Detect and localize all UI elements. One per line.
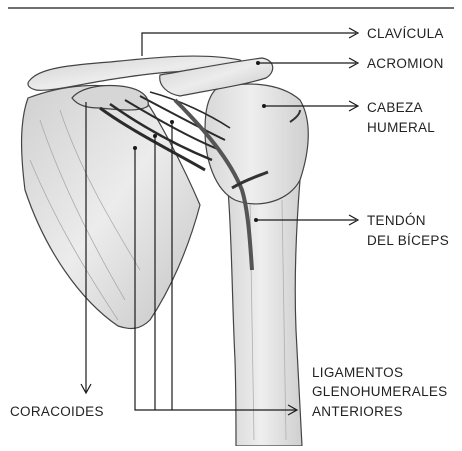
label-coracoides: CORACOIDES [10,402,104,421]
label-cabeza-humeral-2: HUMERAL [367,118,435,137]
label-acromion: ACROMION [367,54,444,73]
label-ligamentos-3: ANTERIORES [312,402,403,421]
humeral-head [205,84,308,204]
label-cabeza-humeral-1: CABEZA [367,98,423,117]
label-clavicula: CLAVÍCULA [367,24,444,43]
label-tendon-2: DEL BÍCEPS [367,231,449,250]
label-ligamentos-1: LIGAMENTOS [312,363,403,382]
label-ligamentos-2: GLENOHUMERALES [312,382,447,401]
label-tendon-1: TENDÓN [367,211,426,230]
